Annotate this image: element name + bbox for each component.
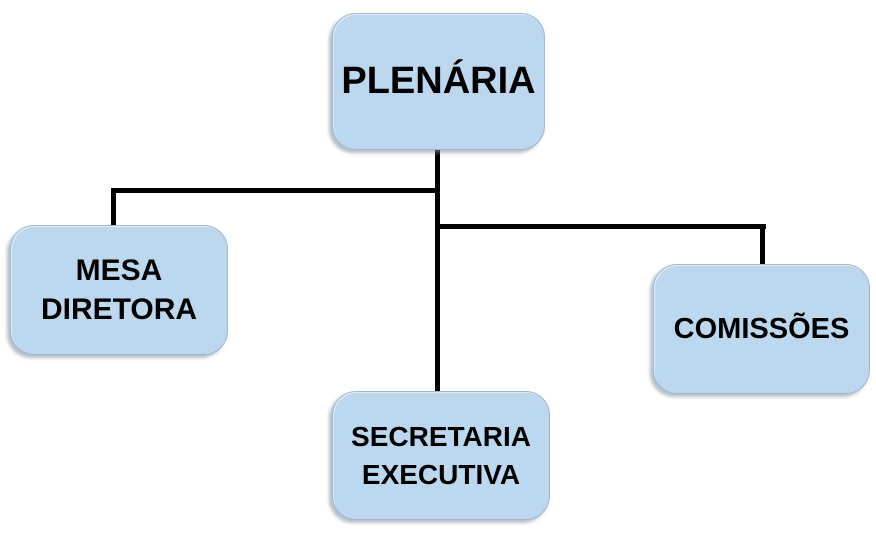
connector-branch-left bbox=[111, 188, 440, 193]
connector-plenaria-trunk bbox=[435, 148, 440, 393]
connector-drop-comissoes bbox=[760, 224, 765, 266]
node-plenaria-label: PLENÁRIA bbox=[341, 60, 536, 102]
node-mesa-diretora: MESA DIRETORA bbox=[10, 225, 228, 355]
node-comissoes-label: COMISSÕES bbox=[673, 312, 850, 345]
node-mesa-diretora-label: MESA DIRETORA bbox=[40, 254, 198, 326]
node-secretaria-executiva-label: SECRETARIA EXECUTIVA bbox=[351, 420, 531, 490]
node-plenaria: PLENÁRIA bbox=[332, 13, 545, 150]
connector-drop-mesa-diretora bbox=[111, 188, 116, 227]
connector-branch-right bbox=[435, 224, 766, 229]
node-comissoes: COMISSÕES bbox=[653, 264, 870, 394]
node-secretaria-executiva: SECRETARIA EXECUTIVA bbox=[332, 391, 550, 520]
